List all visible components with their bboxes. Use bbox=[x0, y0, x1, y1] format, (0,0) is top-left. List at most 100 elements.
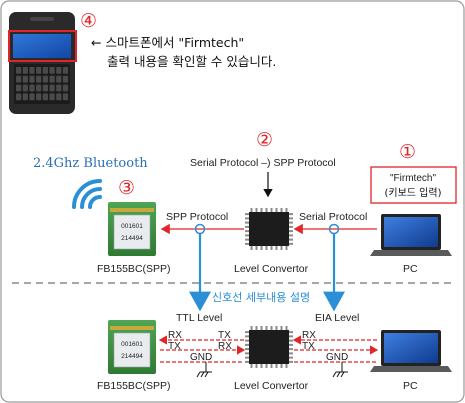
chip-pin bbox=[280, 246, 283, 250]
pc-output-line1: "Firmtech" bbox=[390, 173, 436, 184]
chip-pin bbox=[245, 331, 249, 334]
chip-pin bbox=[250, 326, 253, 330]
chip-pin bbox=[275, 364, 278, 368]
phone-key bbox=[49, 67, 55, 74]
left-gnd-label: GND bbox=[190, 352, 212, 363]
chip-pin bbox=[289, 360, 293, 363]
right-tx-label: TX bbox=[302, 341, 315, 352]
chip-pin bbox=[270, 326, 273, 330]
chip-pin bbox=[289, 339, 293, 342]
chip-pin bbox=[289, 217, 293, 220]
chip-pin bbox=[245, 221, 249, 224]
phone-key bbox=[16, 75, 22, 83]
chip-pin bbox=[280, 208, 283, 212]
left-tx2-label: TX bbox=[218, 330, 231, 341]
chip-pin bbox=[245, 343, 249, 346]
phone-key bbox=[42, 67, 48, 74]
chip-label-1-bottom: 001601 bbox=[121, 341, 143, 348]
phone-key bbox=[36, 93, 42, 101]
chip-label-1: 001601 bbox=[121, 223, 143, 230]
ttl-level-label: TTL Level bbox=[176, 312, 222, 324]
phone-key bbox=[62, 67, 69, 74]
protocol-conversion-label: Serial Protocol –) SPP Protocol bbox=[190, 157, 336, 169]
phone-key bbox=[56, 93, 62, 101]
phone-key bbox=[56, 67, 62, 74]
convertor-label-bottom: Level Convertor bbox=[234, 380, 309, 392]
chip-pin bbox=[245, 242, 249, 245]
phone-key bbox=[49, 84, 55, 92]
phone-key bbox=[16, 84, 22, 92]
chip-pin bbox=[255, 208, 258, 212]
chip-pin bbox=[285, 246, 288, 250]
chip-pin bbox=[245, 225, 249, 228]
chip-pin bbox=[245, 360, 249, 363]
chip-pin bbox=[289, 352, 293, 355]
phone-key bbox=[42, 93, 48, 101]
phone-key bbox=[22, 75, 28, 83]
chip-pin bbox=[255, 246, 258, 250]
module-label-bottom: FB155BC(SPP) bbox=[97, 380, 171, 392]
chip-pin bbox=[265, 246, 268, 250]
laptop-top bbox=[370, 214, 452, 256]
chip-pin bbox=[245, 356, 249, 359]
phone-caption-line2: 출력 내용을 확인할 수 있습니다. bbox=[107, 54, 276, 69]
chip-pin bbox=[280, 326, 283, 330]
phone-key bbox=[22, 67, 28, 74]
smartphone bbox=[8, 12, 77, 114]
pc-label-top: PC bbox=[403, 263, 418, 275]
step-one: ① bbox=[399, 141, 416, 163]
chip-pin bbox=[270, 208, 273, 212]
chip-pin bbox=[245, 339, 249, 342]
chip-pin bbox=[275, 246, 278, 250]
chip-pin bbox=[265, 364, 268, 368]
chip-pin bbox=[245, 348, 249, 351]
module-label-top: FB155BC(SPP) bbox=[97, 263, 171, 275]
chip-label-2: 214494 bbox=[121, 235, 143, 242]
chip-pin bbox=[255, 326, 258, 330]
phone-key bbox=[62, 75, 69, 83]
phone-key bbox=[42, 75, 48, 83]
bluetooth-label: 2.4Ghz Bluetooth bbox=[33, 156, 148, 171]
bluetooth-module-top: 001601 214494 bbox=[108, 202, 156, 256]
step-two: ② bbox=[256, 129, 273, 151]
phone-key bbox=[36, 67, 42, 74]
level-convertor-bottom bbox=[245, 326, 293, 368]
chip-pin bbox=[265, 326, 268, 330]
phone-key bbox=[49, 93, 55, 101]
chip-pin bbox=[285, 326, 288, 330]
phone-key bbox=[29, 67, 35, 74]
chip-pin bbox=[289, 213, 293, 216]
step-four: ④ bbox=[80, 10, 97, 32]
serial-protocol-label: Serial Protocol bbox=[299, 211, 367, 223]
right-rx-label: RX bbox=[302, 330, 316, 341]
chip-pin bbox=[275, 208, 278, 212]
bluetooth-module-bottom: 001601 214494 bbox=[108, 320, 156, 374]
pc-output-line2: (키보드 입력) bbox=[385, 186, 442, 199]
chip-pin bbox=[270, 246, 273, 250]
left-tx-label: TX bbox=[168, 341, 181, 352]
chip-pin bbox=[285, 364, 288, 368]
chip-pin bbox=[260, 246, 263, 250]
phone-key bbox=[29, 75, 35, 83]
chip-pin bbox=[285, 208, 288, 212]
eia-level-label: EIA Level bbox=[315, 312, 359, 324]
chip-pin bbox=[289, 343, 293, 346]
phone-screen-highlight bbox=[8, 30, 77, 62]
chip-pin bbox=[280, 364, 283, 368]
phone-key bbox=[56, 75, 62, 83]
phone-key bbox=[56, 84, 62, 92]
chip-pin bbox=[245, 230, 249, 233]
phone-key bbox=[42, 84, 48, 92]
chip-pin bbox=[260, 208, 263, 212]
pc-label-bottom: PC bbox=[403, 380, 418, 392]
chip-pin bbox=[250, 246, 253, 250]
chip-label-2-bottom: 214494 bbox=[121, 353, 143, 360]
phone-key bbox=[36, 84, 42, 92]
right-gnd-label: GND bbox=[326, 352, 348, 363]
step-three: ③ bbox=[118, 177, 135, 199]
phone-key bbox=[16, 67, 22, 74]
chip-pin bbox=[289, 225, 293, 228]
chip-pin bbox=[289, 230, 293, 233]
